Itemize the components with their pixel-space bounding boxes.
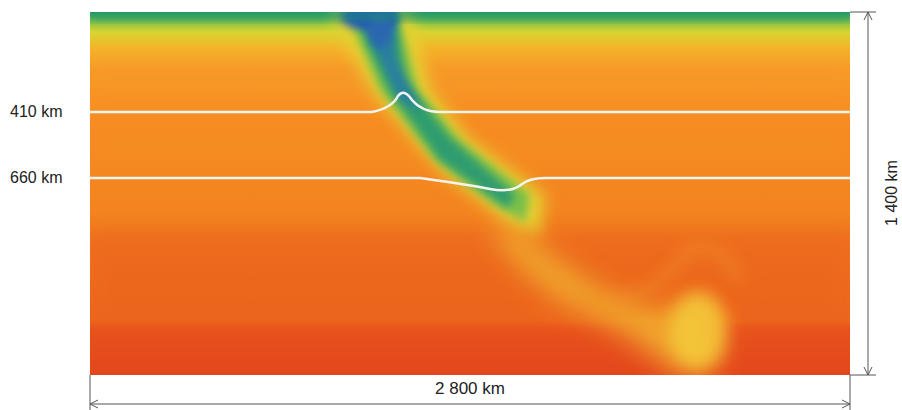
width-dimension: 2 800 km (432, 380, 508, 397)
depth-label: 660 km (10, 170, 62, 186)
height-dimension: 1 400 km (884, 157, 900, 229)
dimension-lines (90, 12, 876, 410)
temperature-field (90, 12, 850, 375)
depth-label: 410 km (10, 104, 62, 120)
